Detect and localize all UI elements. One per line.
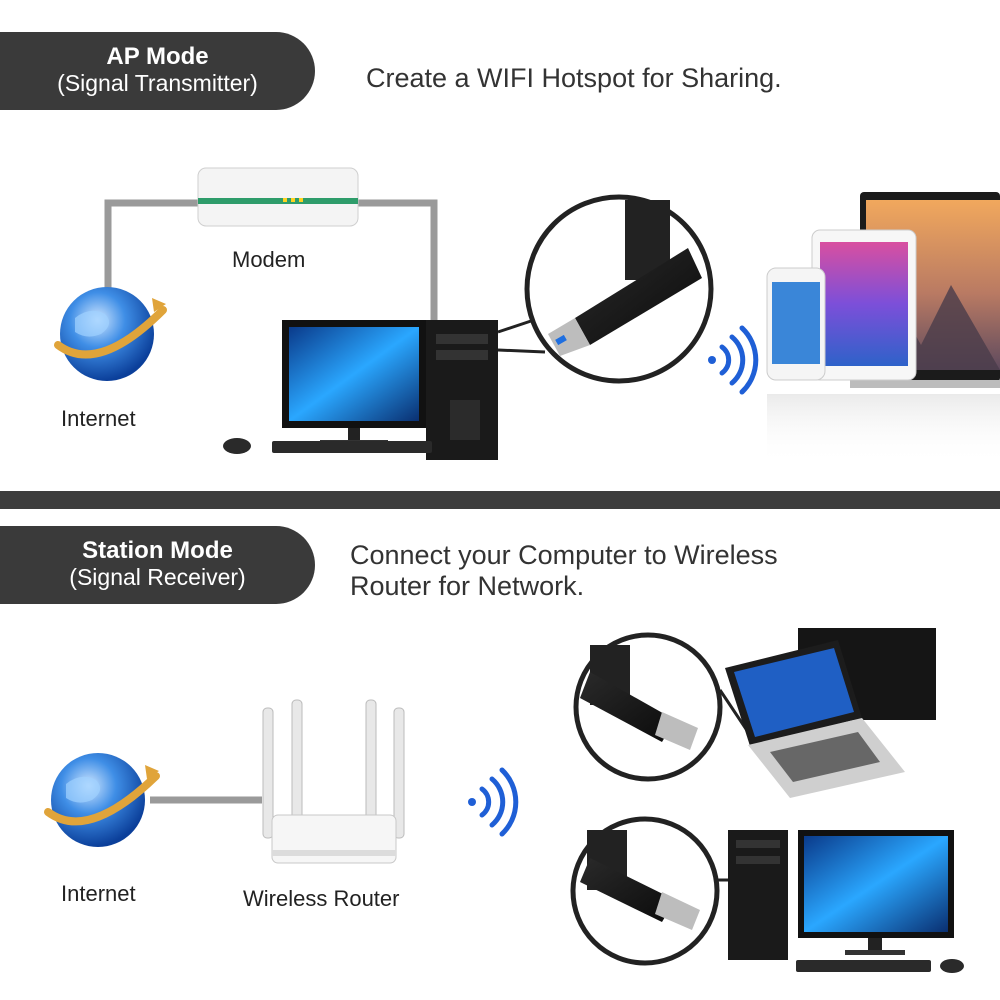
ap-mode-subtitle: (Signal Transmitter) — [57, 70, 258, 96]
wireless-router-image — [262, 699, 405, 864]
station-mode-subtitle: (Signal Receiver) — [69, 564, 246, 590]
client-devices-image — [766, 192, 1000, 464]
wifi-signal-icon-bottom — [468, 767, 519, 837]
desktop-computer-image — [223, 320, 498, 460]
desktop-computer-image-bottom — [728, 830, 964, 973]
modem-image — [197, 167, 359, 227]
globe-icon — [54, 287, 167, 381]
section-divider — [0, 491, 1000, 509]
usb-adapter-zoom-desktop — [570, 816, 730, 966]
ap-mode-description: Create a WIFI Hotspot for Sharing. — [366, 63, 782, 93]
station-mode-description-line1: Connect your Computer to Wireless — [350, 540, 778, 570]
ap-mode-tab: AP Mode (Signal Transmitter) — [0, 32, 315, 110]
wifi-signal-icon — [708, 325, 759, 395]
internet-label-top: Internet — [61, 406, 136, 431]
modem-label: Modem — [232, 247, 306, 272]
ap-mode-title: AP Mode — [106, 43, 209, 70]
globe-icon-bottom — [44, 753, 160, 847]
station-mode-description-line2: Router for Network. — [350, 571, 585, 601]
laptop-image — [725, 628, 936, 798]
modem-cable — [104, 199, 438, 322]
station-mode-title: Station Mode — [82, 537, 233, 564]
usb-adapter-zoom-laptop — [573, 632, 752, 782]
internet-label-bottom: Internet — [61, 881, 136, 906]
station-mode-tab: Station Mode (Signal Receiver) — [0, 526, 315, 604]
wireless-router-label: Wireless Router — [243, 886, 400, 911]
usb-adapter-zoom — [497, 194, 714, 384]
